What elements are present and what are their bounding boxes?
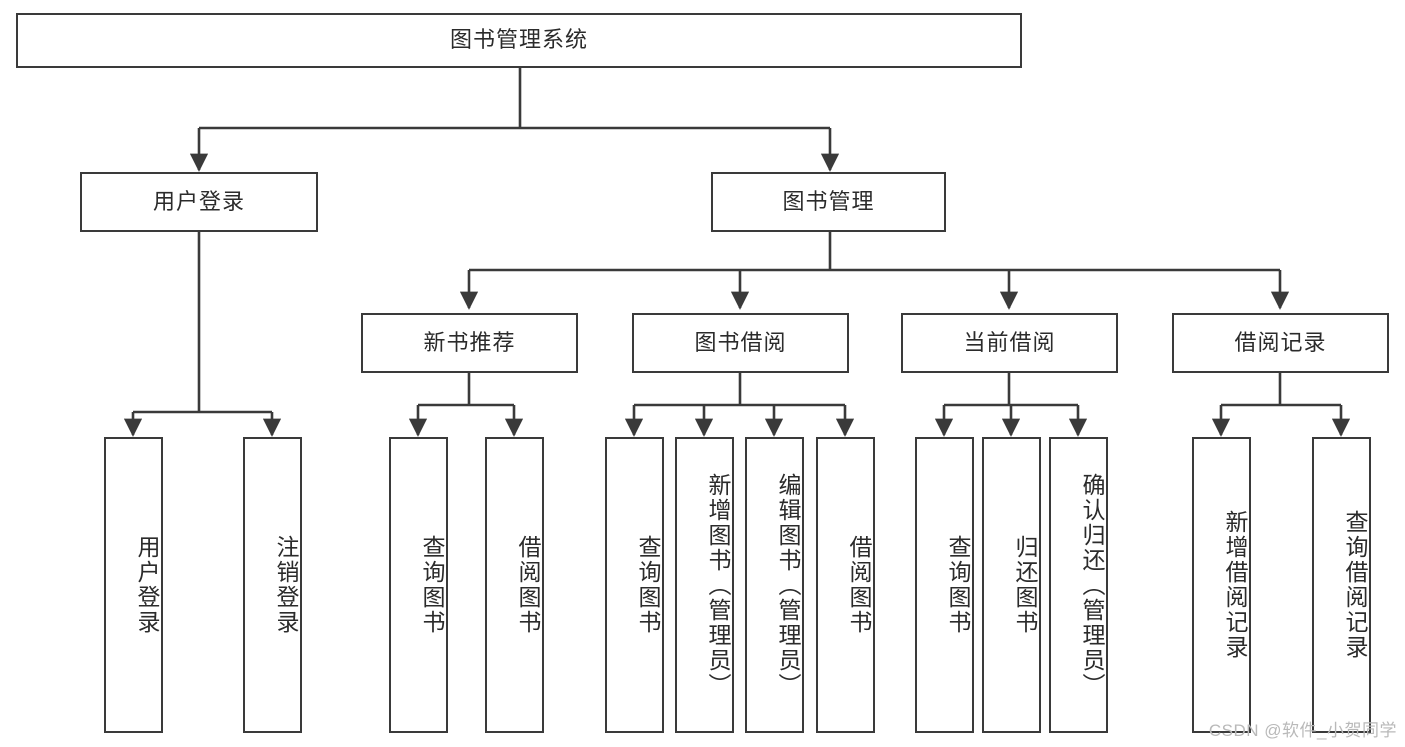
csdn-watermark: CSDN @软件_小贺同学: [1208, 721, 1397, 740]
leaf-query-record[interactable]: 查询借阅记录: [1312, 437, 1371, 733]
leaf-add-record[interactable]: 新增借阅记录: [1192, 437, 1251, 733]
leaf-user-login[interactable]: 用户登录: [104, 437, 163, 733]
node-root-title-label: 图书管理系统: [449, 27, 588, 53]
leaf-add-book[interactable]: 新增图书（管理员）: [675, 437, 734, 733]
leaf-query-record-label: 查询借阅记录: [1342, 510, 1368, 660]
leaf-query-book-3-label: 查询图书: [945, 535, 971, 635]
node-book-management-label: 图书管理: [782, 188, 875, 214]
leaf-query-book-1-label: 查询图书: [419, 535, 445, 635]
leaf-borrow-book-1-label: 借阅图书: [515, 535, 541, 635]
node-borrow-record-label: 借阅记录: [1234, 329, 1327, 355]
leaf-return-book[interactable]: 归还图书: [982, 437, 1041, 733]
node-book-borrow[interactable]: 图书借阅: [632, 313, 849, 373]
node-book-borrow-label: 图书借阅: [694, 329, 787, 355]
leaf-return-book-label: 归还图书: [1012, 535, 1038, 635]
leaf-query-book-3[interactable]: 查询图书: [915, 437, 974, 733]
node-user-login[interactable]: 用户登录: [80, 172, 318, 232]
leaf-add-book-label: 新增图书（管理员）: [705, 472, 731, 698]
leaf-borrow-book-2[interactable]: 借阅图书: [816, 437, 875, 733]
node-root-title[interactable]: 图书管理系统: [16, 13, 1022, 68]
leaf-query-book-1[interactable]: 查询图书: [389, 437, 448, 733]
leaf-confirm-return-label: 确认归还（管理员）: [1079, 472, 1105, 698]
leaf-edit-book-label: 编辑图书（管理员）: [775, 472, 801, 698]
leaf-confirm-return[interactable]: 确认归还（管理员）: [1049, 437, 1108, 733]
node-user-login-label: 用户登录: [152, 188, 245, 214]
node-borrow-record[interactable]: 借阅记录: [1172, 313, 1389, 373]
node-current-borrow[interactable]: 当前借阅: [901, 313, 1118, 373]
leaf-query-book-2-label: 查询图书: [635, 535, 661, 635]
leaf-borrow-book-2-label: 借阅图书: [846, 535, 872, 635]
node-new-book-recommend-label: 新书推荐: [423, 329, 516, 355]
node-new-book-recommend[interactable]: 新书推荐: [361, 313, 578, 373]
leaf-borrow-book-1[interactable]: 借阅图书: [485, 437, 544, 733]
node-current-borrow-label: 当前借阅: [963, 329, 1056, 355]
leaf-edit-book[interactable]: 编辑图书（管理员）: [745, 437, 804, 733]
node-book-management[interactable]: 图书管理: [711, 172, 946, 232]
leaf-logout-login[interactable]: 注销登录: [243, 437, 302, 733]
leaf-logout-login-label: 注销登录: [273, 535, 299, 635]
leaf-user-login-label: 用户登录: [134, 535, 160, 635]
leaf-add-record-label: 新增借阅记录: [1222, 510, 1248, 660]
leaf-query-book-2[interactable]: 查询图书: [605, 437, 664, 733]
